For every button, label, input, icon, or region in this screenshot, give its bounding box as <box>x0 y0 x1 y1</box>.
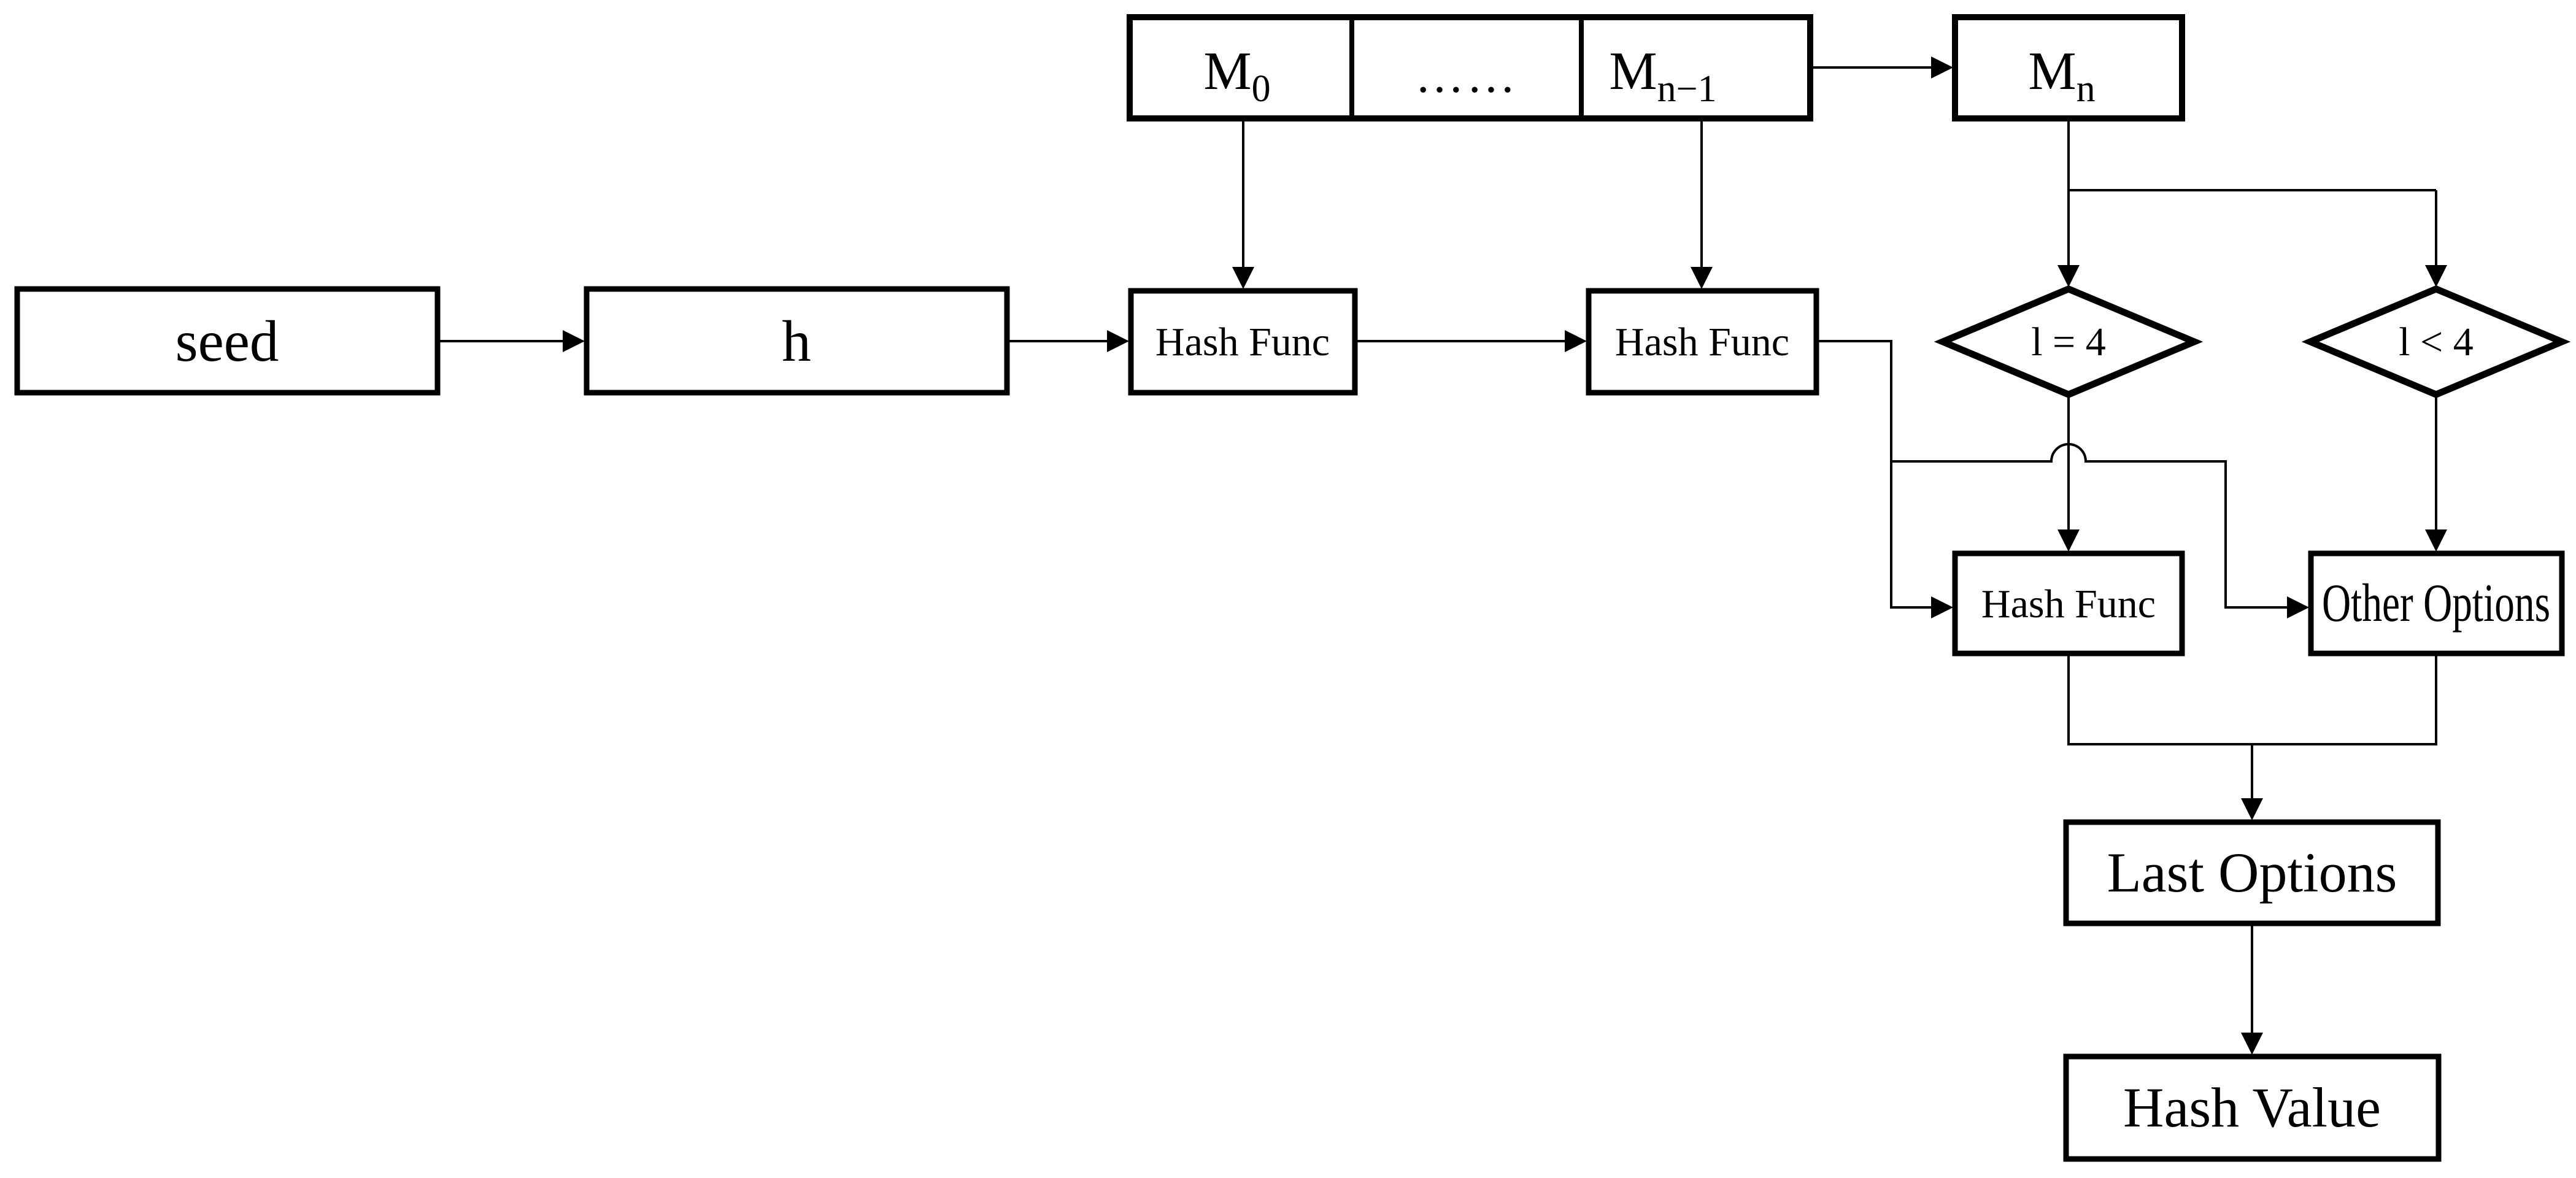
other-options-box <box>2308 550 2565 656</box>
hash-value-box <box>2063 1053 2442 1162</box>
connector-to-hashfunc3-left <box>1890 461 1954 618</box>
hash-func-3-box <box>1952 550 2185 656</box>
mn-box <box>1952 14 2185 121</box>
cond-l-lt-4-diamond <box>2301 285 2571 398</box>
node-hash-func-2: Hash Func <box>1586 288 1819 396</box>
connector-mn-branch <box>2067 118 2436 191</box>
connector-merge <box>2067 653 2437 745</box>
cond-l-lt-4-label: l < 4 <box>2399 320 2474 364</box>
node-hash-value: Hash Value <box>2063 1053 2442 1162</box>
node-cond-l-eq-4: l = 4 <box>1934 285 2204 398</box>
other-options-label: Other Options <box>2322 574 2550 633</box>
seed-box <box>14 286 441 396</box>
connector-hop-to-other-options <box>1891 443 2310 618</box>
last-options-label: Last Options <box>2107 841 2397 904</box>
cond-l-eq-4-diamond <box>1934 285 2204 398</box>
node-other-options: Other Options <box>2308 550 2565 656</box>
node-seed: seed <box>14 286 441 396</box>
node-cond-l-lt-4: l < 4 <box>2301 285 2571 398</box>
dots-label: …… <box>1415 49 1518 103</box>
connector-hashfunc2-output <box>1816 340 1892 461</box>
hash-func-3-label: Hash Func <box>1981 582 2156 626</box>
h-label: h <box>782 309 811 374</box>
mn-label: Mn <box>2028 42 2095 110</box>
hash-func-1-box <box>1128 288 1358 396</box>
hash-func-2-label: Hash Func <box>1615 320 1789 364</box>
hash-func-2-box <box>1586 288 1819 396</box>
node-last-options: Last Options <box>2063 819 2441 926</box>
hash-func-1-label: Hash Func <box>1155 320 1330 364</box>
node-hash-func-1: Hash Func <box>1128 288 1358 396</box>
node-hash-func-3: Hash Func <box>1952 550 2185 656</box>
hash-value-label: Hash Value <box>2123 1076 2381 1139</box>
message-blocks-box <box>1127 14 1813 121</box>
seed-label: seed <box>175 309 279 374</box>
cond-l-eq-4-label: l = 4 <box>2031 320 2106 364</box>
mn-minus-1-label: Mn−1 <box>1609 42 1716 110</box>
node-message-blocks: M0 …… Mn−1 <box>1127 14 1813 121</box>
h-box <box>584 286 1010 396</box>
node-h: h <box>584 286 1010 396</box>
connectors <box>438 56 2447 1055</box>
last-options-box <box>2063 819 2441 926</box>
m0-label: M0 <box>1203 42 1270 110</box>
node-mn: Mn <box>1952 14 2185 121</box>
